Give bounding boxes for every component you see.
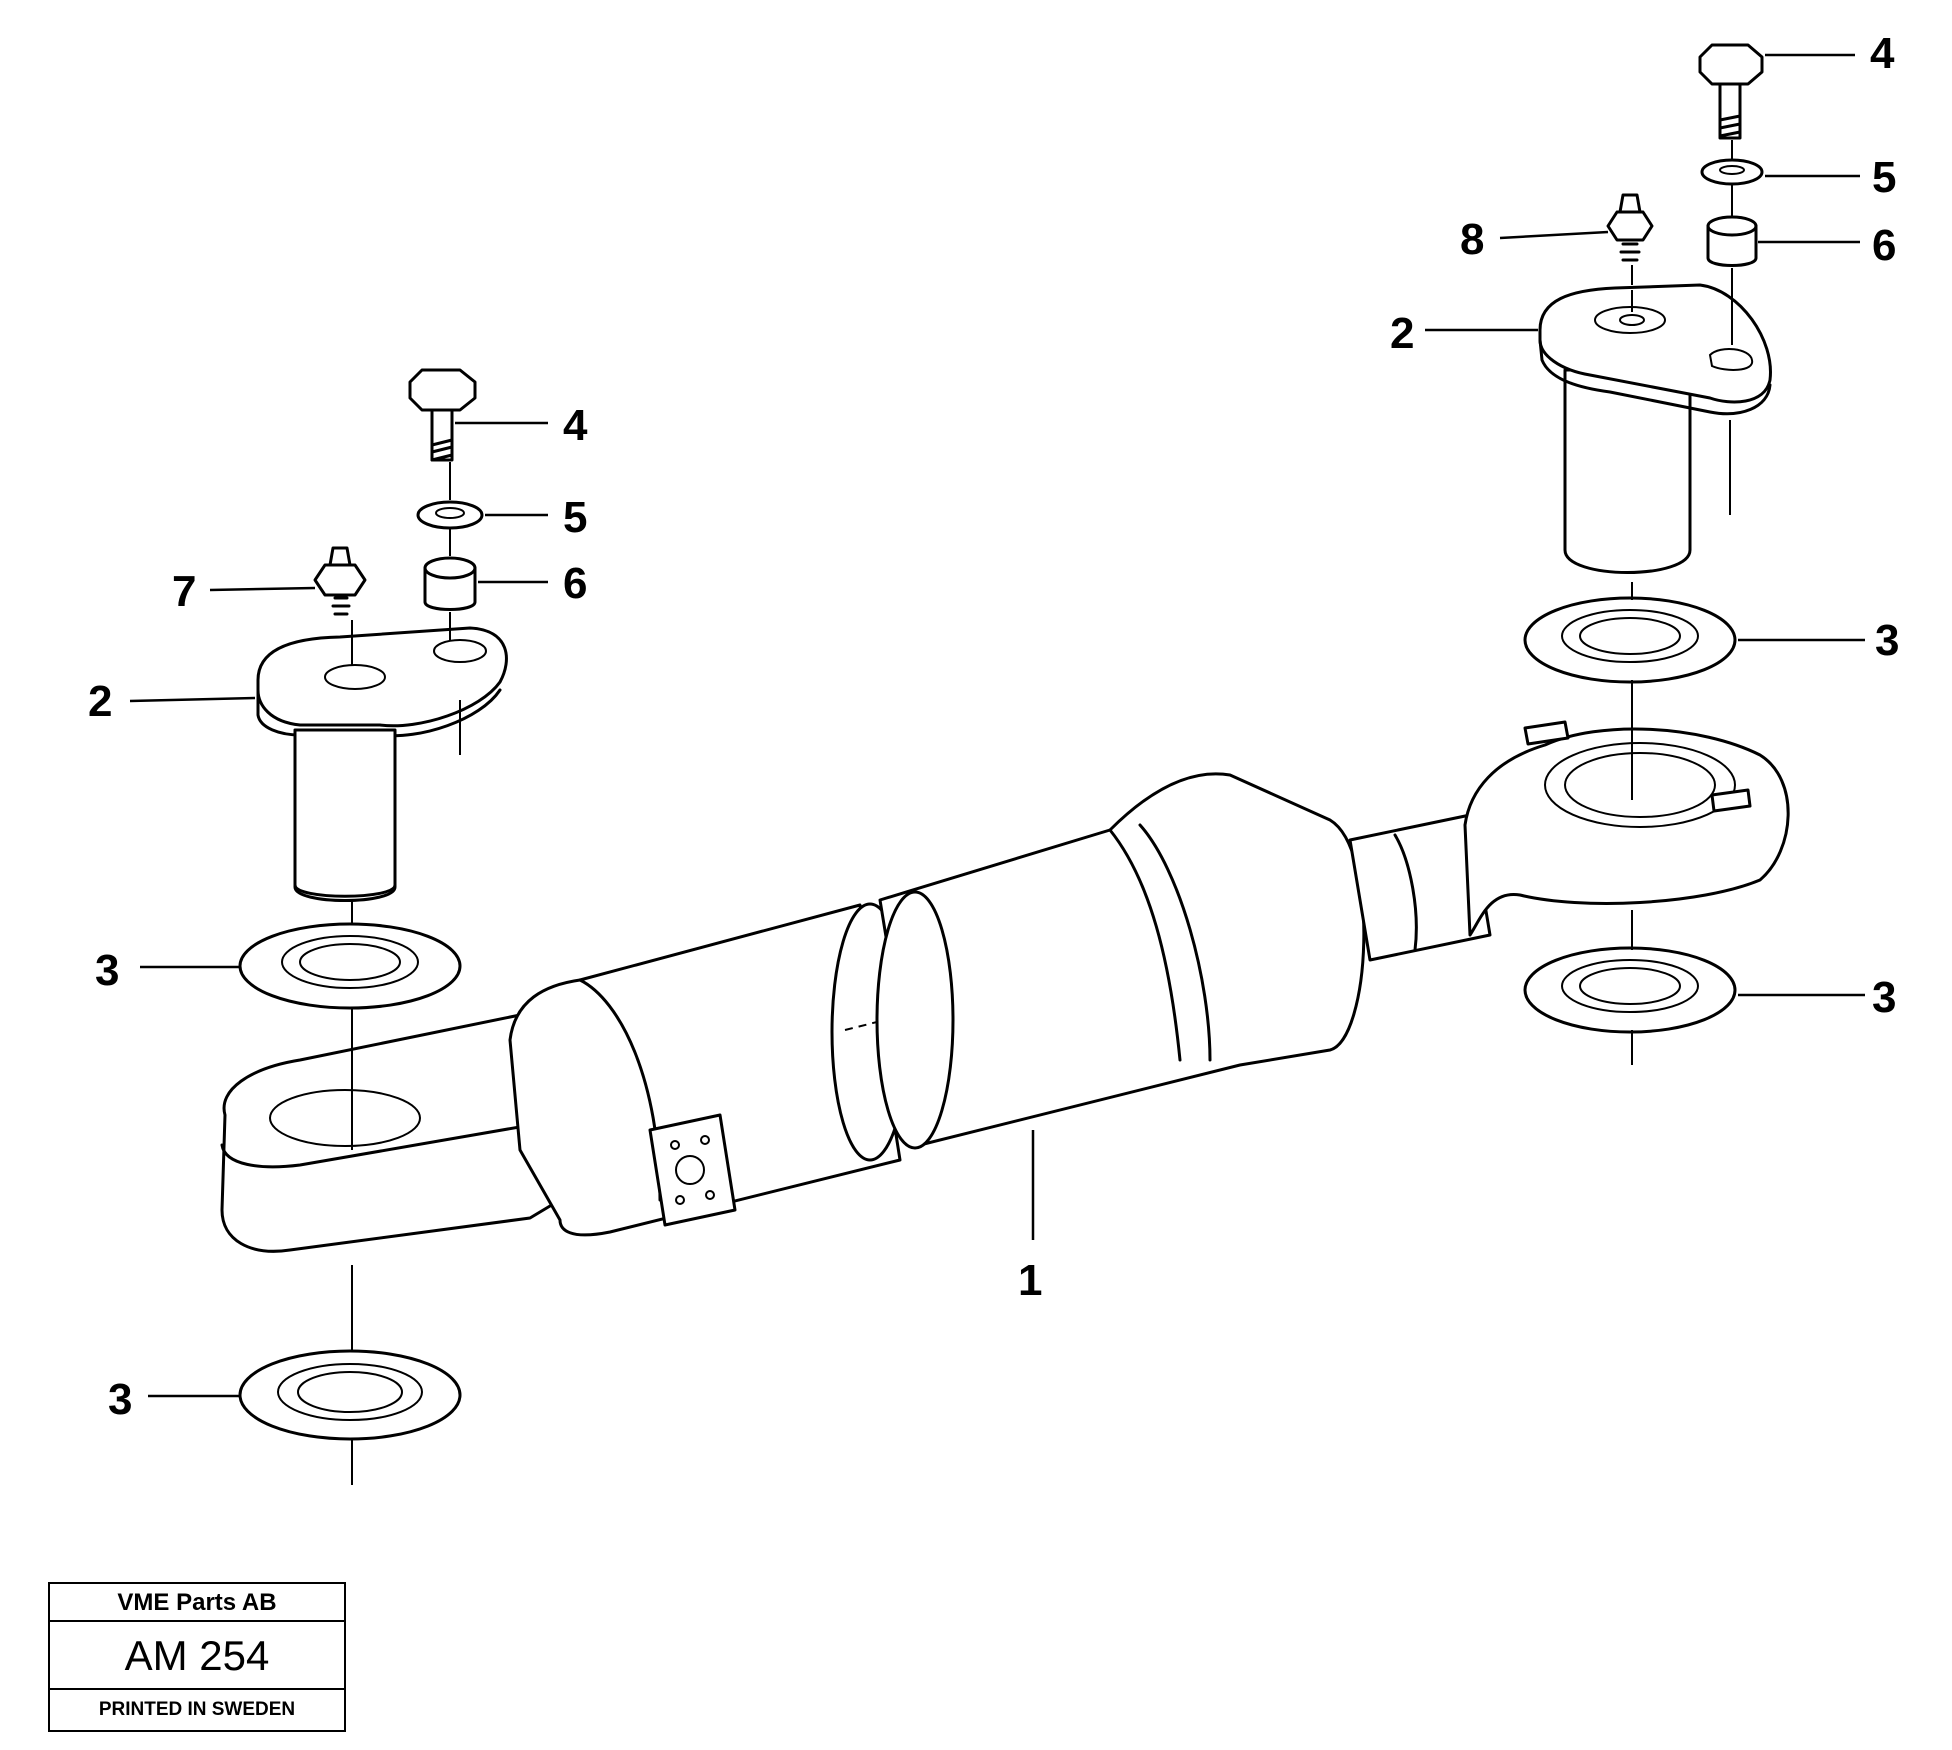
company-name: VME Parts AB	[50, 1584, 344, 1622]
callout-2-left: 2	[88, 677, 112, 726]
callout-5-left: 5	[563, 493, 587, 542]
callout-4-left: 4	[563, 401, 588, 450]
callout-8: 8	[1460, 215, 1484, 264]
callout-3-right-top: 3	[1875, 616, 1899, 665]
callout-3-left-bottom: 3	[108, 1375, 132, 1424]
title-block: VME Parts AB AM 254 PRINTED IN SWEDEN	[48, 1582, 346, 1732]
callout-5-right: 5	[1872, 153, 1896, 202]
callout-3-left-top: 3	[95, 946, 119, 995]
left-pin-assembly	[238, 368, 508, 1485]
drawing-code: AM 254	[50, 1622, 344, 1690]
hydraulic-cylinder	[220, 720, 1790, 1253]
callout-labels: 1 2 2 3 3 3 3 4 4 5 5 6 6 7 8	[88, 29, 1899, 1424]
callout-1: 1	[1018, 1256, 1042, 1305]
callout-3-right-bottom: 3	[1872, 973, 1896, 1022]
callout-2-right: 2	[1390, 309, 1414, 358]
right-pin-assembly	[1523, 43, 1772, 1065]
callout-7: 7	[172, 567, 196, 616]
callout-6-left: 6	[563, 559, 587, 608]
callout-4-right: 4	[1870, 29, 1895, 78]
printed-note: PRINTED IN SWEDEN	[98, 1699, 296, 1720]
leader-lines	[129, 53, 1865, 1398]
callout-6-right: 6	[1872, 221, 1896, 270]
